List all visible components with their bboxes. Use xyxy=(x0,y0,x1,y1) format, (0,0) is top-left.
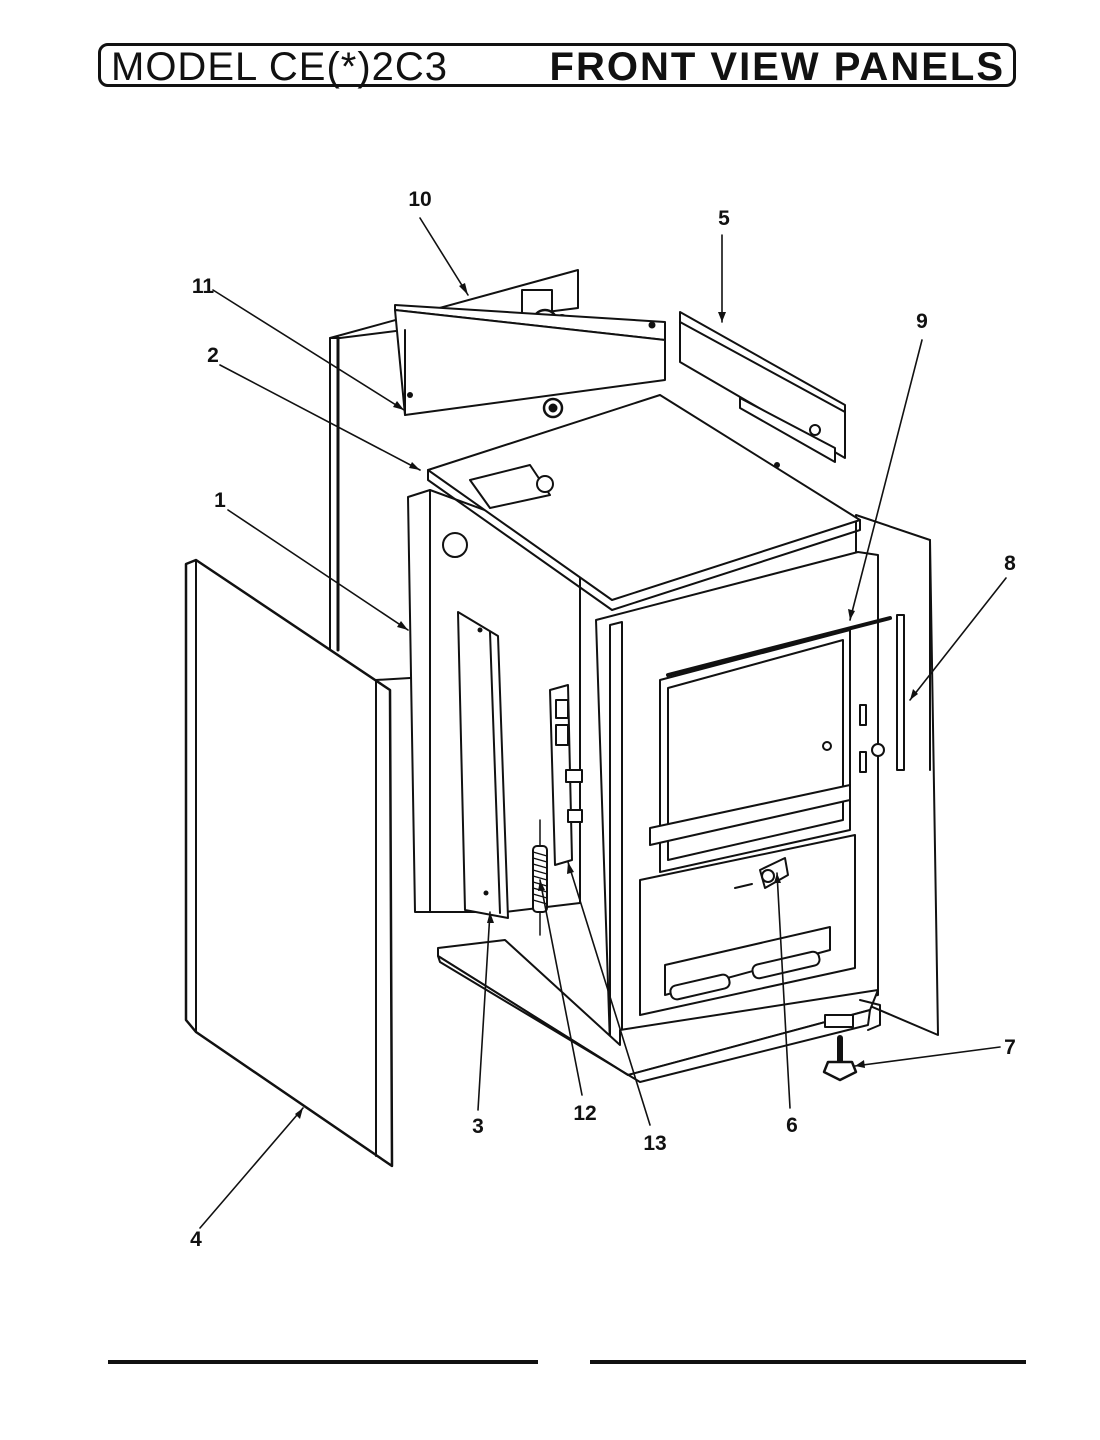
section-title: FRONT VIEW PANELS xyxy=(549,45,1005,89)
leader-arrowheads xyxy=(295,283,918,1119)
top-panel xyxy=(427,394,861,611)
title-banner: MODEL CE(*)2C3 FRONT VIEW PANELS xyxy=(98,43,1016,89)
door-hinge-receiver xyxy=(549,684,583,866)
front-oven-frame xyxy=(595,551,892,1046)
callout-3: 3 xyxy=(472,1115,484,1138)
callout-5: 5 xyxy=(718,207,730,230)
callout-2: 2 xyxy=(207,344,219,367)
model-title: MODEL CE(*)2C3 xyxy=(111,45,449,89)
front-side-panel xyxy=(184,558,411,1168)
upper-rear-bracket xyxy=(394,304,666,419)
leader-lines xyxy=(199,217,1007,1229)
inner-channel-panel xyxy=(457,611,509,919)
callout-11: 11 xyxy=(192,275,215,298)
callout-8: 8 xyxy=(1004,552,1016,575)
callout-12: 12 xyxy=(573,1102,596,1125)
bottom-base-pan xyxy=(437,939,881,1083)
callout-6: 6 xyxy=(786,1114,798,1137)
footer-rule-right xyxy=(590,1360,1026,1364)
callout-1: 1 xyxy=(214,489,226,512)
callout-9: 9 xyxy=(916,310,928,333)
callout-labels: 10 5 11 2 9 1 8 7 3 12 13 6 4 xyxy=(190,188,1016,1251)
footer-rule-left xyxy=(108,1360,538,1364)
leveling-leg xyxy=(822,1035,858,1082)
hinge-stop-bracket xyxy=(734,857,789,889)
top-trim-bracket xyxy=(679,311,846,463)
callout-7: 7 xyxy=(1004,1036,1016,1059)
callout-13: 13 xyxy=(643,1132,666,1155)
callout-4: 4 xyxy=(190,1228,202,1251)
callout-10: 10 xyxy=(408,188,431,211)
